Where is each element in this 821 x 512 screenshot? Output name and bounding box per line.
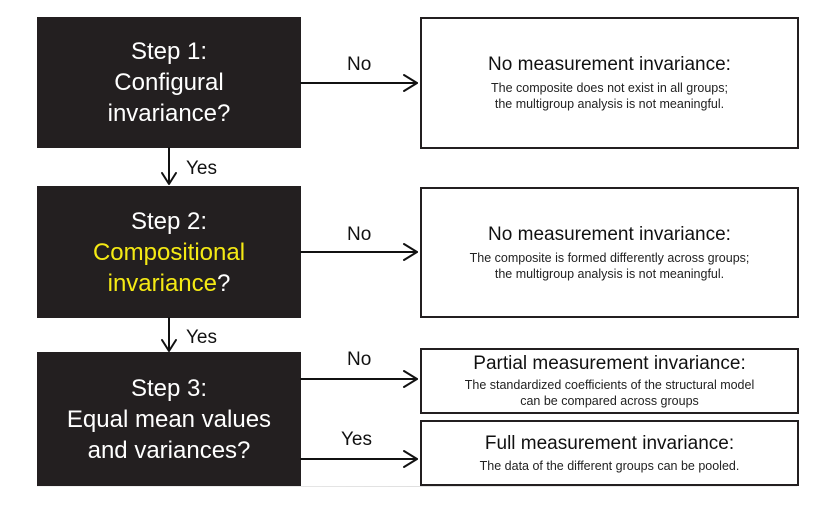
result-4-title: Full measurement invariance: xyxy=(484,432,735,454)
yes-label-step-1: Yes xyxy=(186,158,217,179)
step-2-line3-highlight: invariance xyxy=(107,269,218,297)
bottom-divider xyxy=(37,486,797,487)
result-3-title: Partial measurement invariance: xyxy=(473,353,746,374)
result-box-4: Full measurement invariance: The data of… xyxy=(420,420,799,486)
arrow-step-2-no-head xyxy=(403,243,418,261)
result-box-1: No measurement invariance: The composite… xyxy=(420,17,799,149)
result-2-desc-1: The composite is formed differently acro… xyxy=(469,250,750,265)
step-1-line3: invariance? xyxy=(107,100,231,127)
result-3-desc-1: The standardized coefficients of the str… xyxy=(464,378,755,392)
step-3-box: Step 3: Equal mean values and variances? xyxy=(37,352,301,486)
result-1-desc-1: The composite does not exist in all grou… xyxy=(491,81,728,95)
arrow-step-3-no-head xyxy=(403,370,418,388)
step-2-box: Step 2: Compositional invariance? xyxy=(37,186,301,318)
result-2-desc-2: the multigroup analysis is not meaningfu… xyxy=(494,266,725,281)
result-box-2: No measurement invariance: The composite… xyxy=(420,187,799,318)
yes-label-step-3: Yes xyxy=(341,429,372,450)
result-1-title: No measurement invariance: xyxy=(488,54,731,75)
step-3-line2: Equal mean values xyxy=(66,405,272,433)
step-3-line3: and variances? xyxy=(87,436,251,464)
step-2-title: Step 2: xyxy=(130,207,208,235)
step-3-title: Step 3: xyxy=(130,374,208,402)
result-1-desc-2: the multigroup analysis is not meaningfu… xyxy=(494,97,725,111)
result-2-title: No measurement invariance: xyxy=(488,223,731,245)
no-label-step-1: No xyxy=(347,54,372,75)
result-3-desc-2: can be compared across groups xyxy=(520,394,699,408)
result-box-3: Partial measurement invariance: The stan… xyxy=(420,348,799,414)
step-1-box: Step 1: Configural invariance? xyxy=(37,17,301,148)
result-4-desc-1: The data of the different groups can be … xyxy=(479,458,740,473)
step-2-line3: invariance? xyxy=(108,268,231,299)
step-2-line3-rest: ? xyxy=(217,269,231,297)
no-label-step-3: No xyxy=(347,349,372,370)
arrow-step-3-yes-head xyxy=(403,450,418,468)
arrow-step-1-no-head xyxy=(403,74,418,92)
step-1-title: Step 1: xyxy=(130,38,208,65)
no-label-step-2: No xyxy=(347,224,372,245)
arrow-step-1-yes-head xyxy=(161,172,177,185)
yes-label-step-2: Yes xyxy=(186,327,217,348)
arrow-step-2-yes-head xyxy=(161,339,177,352)
step-1-line2: Configural xyxy=(114,69,224,96)
step-2-line2: Compositional xyxy=(92,238,246,266)
